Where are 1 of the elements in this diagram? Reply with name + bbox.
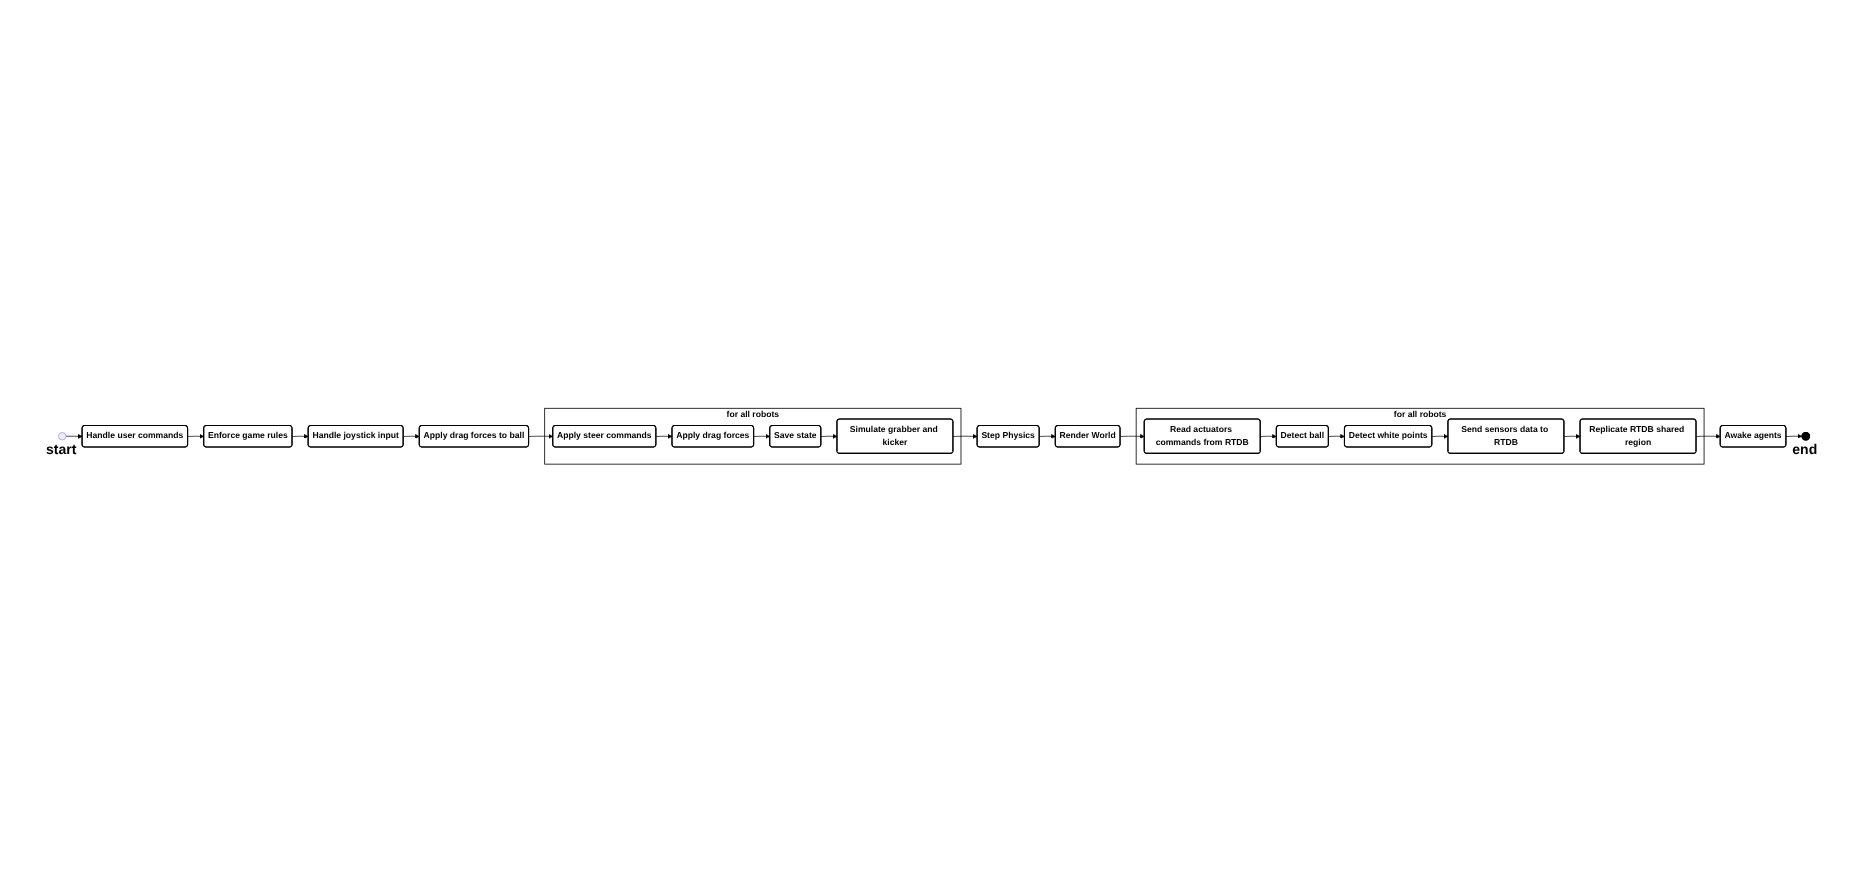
- node-circle: [57, 431, 66, 441]
